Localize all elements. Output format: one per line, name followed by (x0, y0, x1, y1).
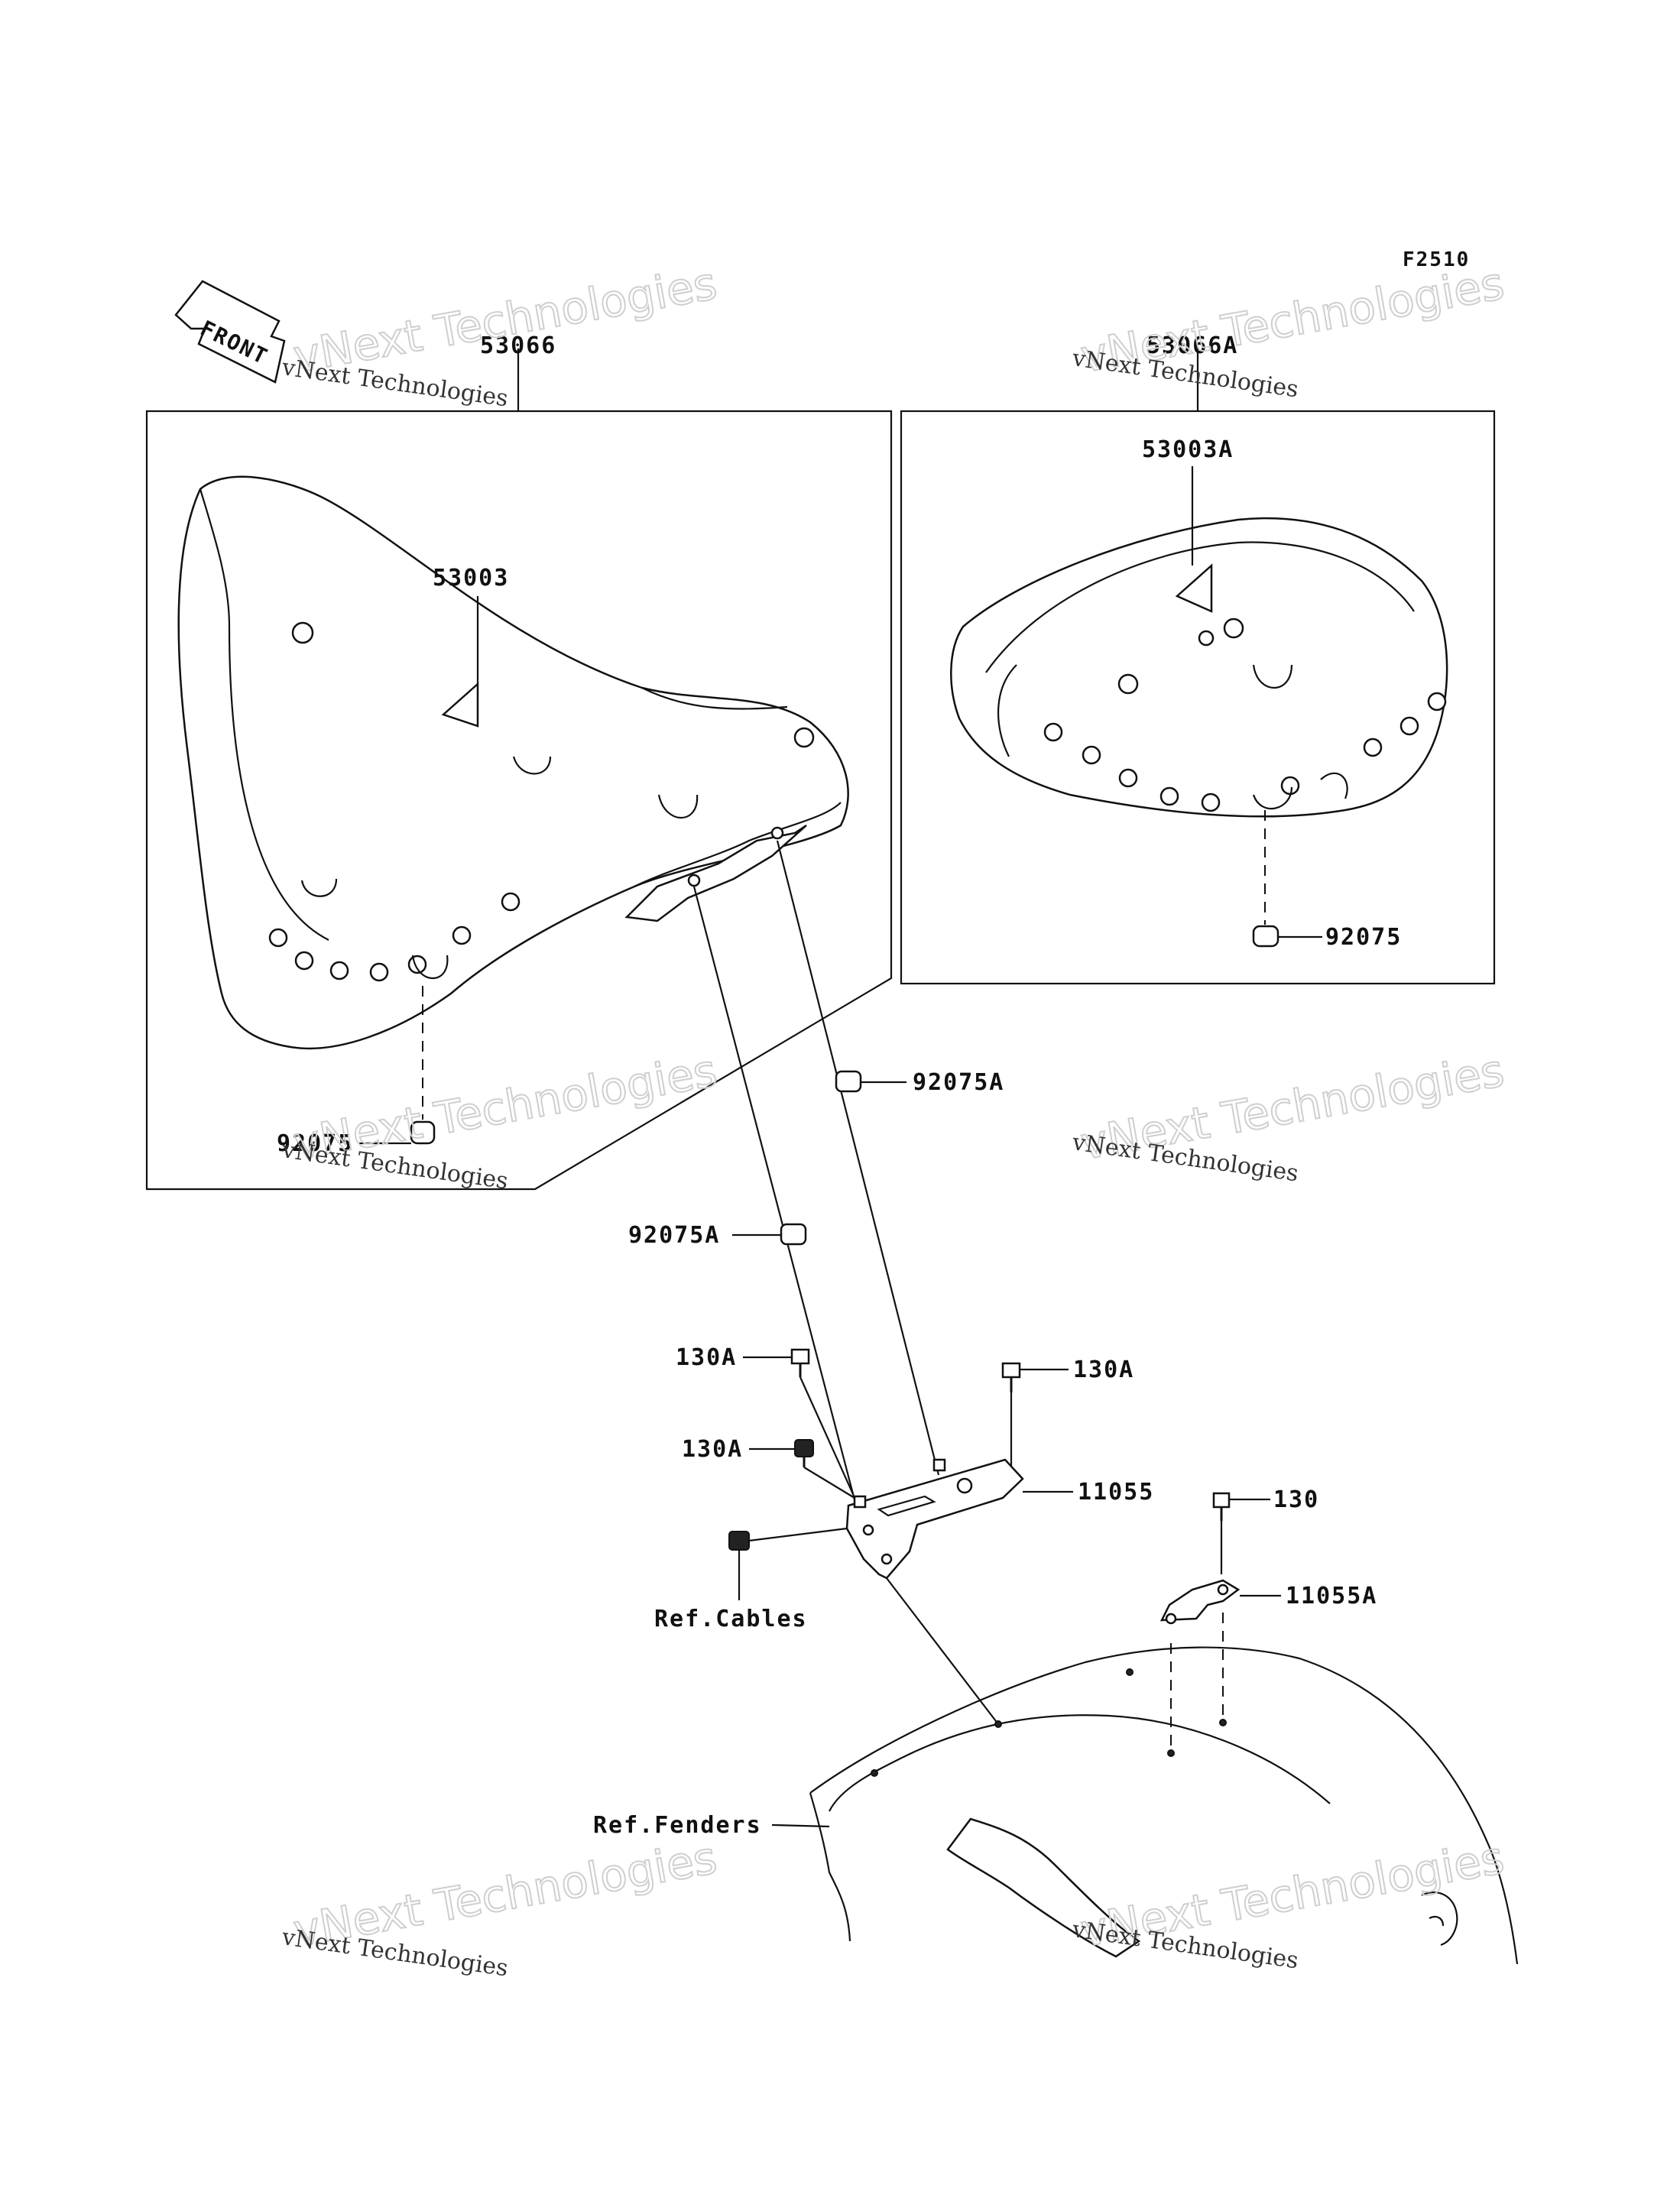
label-92075-front: 92075 (277, 1130, 353, 1157)
label-53066: 53066 (480, 332, 556, 359)
label-ref-fenders: Ref.Fenders (593, 1812, 762, 1839)
rear-seat (950, 517, 1448, 818)
cable-bolt: Ref.Cables (654, 1527, 848, 1632)
rear-seat-group: 53066A 53003A 92075 (900, 332, 1496, 985)
front-seat-studs (268, 621, 815, 982)
bolt-130a-3: 130A (682, 1376, 855, 1499)
bolt-130a-2: 130A (1001, 1357, 1134, 1479)
label-ref-cables: Ref.Cables (654, 1606, 808, 1632)
label-11055: 11055 (1078, 1479, 1154, 1506)
front-seat-group: 53066 53003 (145, 332, 893, 1191)
label-53003: 53003 (433, 565, 509, 592)
bolt-130a-1: 130A (676, 1344, 810, 1377)
front-damper (410, 1120, 436, 1145)
label-130a-2: 130A (1073, 1357, 1134, 1383)
label-92075a-upper: 92075A (913, 1069, 1004, 1096)
diagram-code: F2510 (1403, 248, 1470, 271)
front-arrow-icon: FRONT (174, 280, 286, 384)
label-11055a: 11055A (1286, 1583, 1377, 1609)
label-92075-rear: 92075 (1325, 924, 1402, 951)
bracket-11055: 11055 (845, 1458, 1154, 1580)
label-130: 130 (1273, 1486, 1319, 1513)
bolt-130: 130 (1212, 1486, 1319, 1574)
label-92075a-lower: 92075A (628, 1222, 720, 1249)
label-130a-1: 130A (676, 1344, 737, 1371)
rear-damper (1252, 925, 1279, 948)
front-seat (177, 475, 849, 1050)
label-130a-3: 130A (682, 1436, 743, 1463)
rear-seat-studs (1043, 618, 1447, 812)
front-seat-frame (145, 410, 893, 1191)
rear-fender: Ref.Fenders (593, 1646, 1519, 1965)
watermarks: vNext Technologies vNext Technologies vN… (280, 257, 1509, 1982)
damper-a-upper: 92075A (835, 1069, 1004, 1096)
bracket-11055a: 11055A (1159, 1579, 1377, 1750)
label-53066a: 53066A (1146, 332, 1238, 359)
damper-a-lower: 92075A (628, 1222, 807, 1249)
label-53003a: 53003A (1142, 436, 1234, 463)
